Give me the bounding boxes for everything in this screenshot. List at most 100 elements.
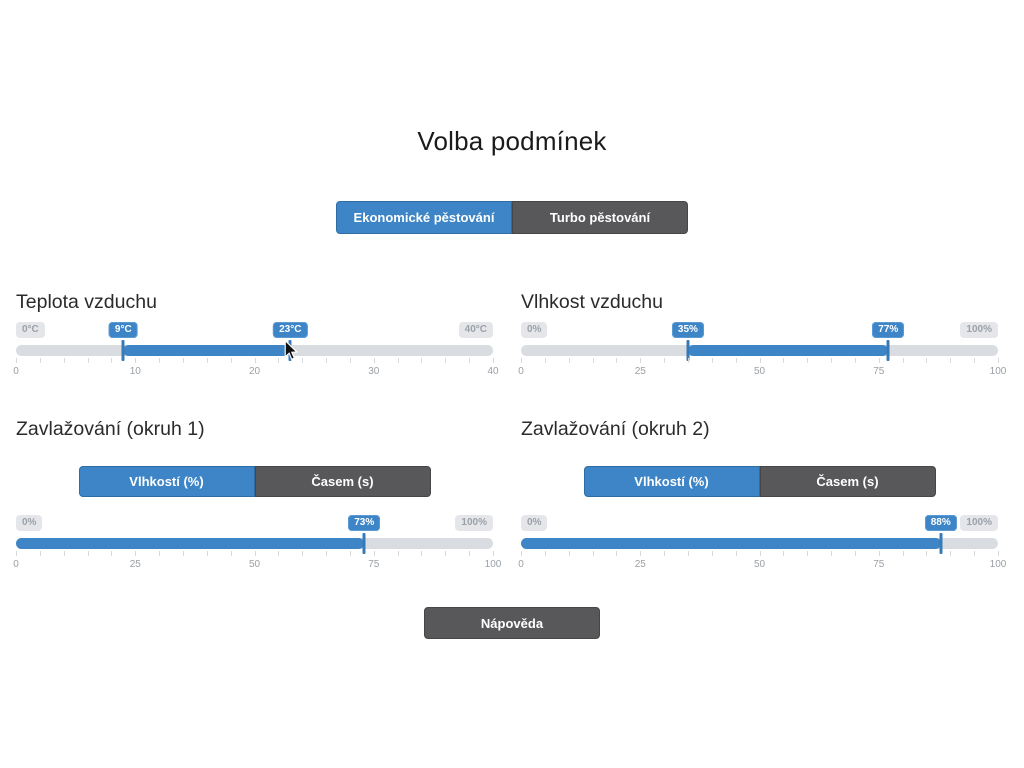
slider-min-label: 0% [521,322,548,338]
axis-tick [135,358,137,363]
axis-tick [878,358,880,363]
axis-tick [135,551,137,556]
slider-handle-high[interactable] [886,340,890,361]
slider-low-value-pill: 9°C [108,322,138,338]
slider-high-value-pill: 23°C [273,322,308,338]
axis-tick [687,358,689,363]
slider-track[interactable] [521,340,998,361]
axis-tick [544,551,546,556]
axis-tick [326,358,328,363]
axis-tick [592,358,594,363]
slider-handle-low[interactable] [121,340,125,361]
axis-tick-label: 10 [129,366,141,377]
irrigation2-mode-toggle: Vlhkostí (%) Časem (s) [583,466,936,497]
axis-tick [926,358,928,363]
axis-tick [568,551,570,556]
axis-tick [493,358,494,363]
axis-tick-label: 50 [753,366,766,377]
axis-tick [640,358,642,363]
axis-tick [926,551,928,556]
axis-tick [735,358,737,363]
irrigation2-heading: Zavlažování (okruh 2) [521,418,710,440]
axis-tick [39,358,41,363]
slider-track[interactable] [16,340,493,361]
temperature-heading: Teplota vzduchu [16,291,157,313]
axis-tick [421,551,423,556]
irrigation1-section: Zavlažování (okruh 1) Vlhkostí (%) Časem… [13,418,501,573]
axis-tick [302,358,304,363]
axis-tick [63,551,65,556]
slider-max-label: 100% [455,515,493,531]
axis-tick [159,358,161,363]
axis-tick [16,358,17,363]
slider-track[interactable] [16,533,493,554]
axis-tick [87,358,89,363]
axis-tick [711,358,713,363]
axis-tick-label: 100 [484,559,502,570]
slider-handle[interactable] [939,533,943,554]
axis-tick [445,551,447,556]
slider-min-label: 0% [521,515,548,531]
irrigation2-time-button[interactable]: Časem (s) [759,466,936,497]
slider-fill [687,345,889,356]
irrigation1-time-button[interactable]: Časem (s) [254,466,431,497]
slider-handle-low[interactable] [686,340,690,361]
axis-tick-label: 30 [368,366,380,377]
axis-tick [759,551,761,556]
axis-tick [63,358,65,363]
axis-tick-label: 0 [13,366,19,377]
axis-tick [159,551,161,556]
conditions-page: Volba podmínek Ekonomické pěstování Turb… [13,126,1006,639]
axis-tick [687,551,689,556]
axis-tick [664,358,666,363]
axis-tick-label: 0 [13,559,19,570]
axis-tick [326,551,328,556]
axis-tick [640,551,642,556]
slider-value-pill: 73% [348,515,381,531]
axis-tick [950,551,952,556]
slider-low-value-pill: 35% [671,322,704,338]
slider-max-label: 40°C [458,322,493,338]
growing-mode-toggle: Ekonomické pěstování Turbo pěstování [336,201,688,234]
axis-tick [111,358,113,363]
help-button[interactable]: Nápověda [424,607,600,639]
slider-max-label: 100% [960,515,998,531]
mode-economic-button[interactable]: Ekonomické pěstování [336,201,512,234]
axis-tick [783,551,785,556]
humidity-heading: Vlhkost vzduchu [521,291,663,313]
axis-tick [278,551,280,556]
axis-tick [39,551,41,556]
axis-tick [616,551,618,556]
axis-tick-label: 40 [487,366,499,377]
slider-high-value-pill: 77% [872,322,905,338]
axis-tick [950,358,952,363]
irrigation1-humidity-button[interactable]: Vlhkostí (%) [78,466,255,497]
axis-tick [302,551,304,556]
slider-labels-row: 0% 35% 77% 100% [521,322,998,338]
slider-track[interactable] [521,533,998,554]
axis-tick-label: 100 [989,366,1007,377]
mode-turbo-button[interactable]: Turbo pěstování [512,201,688,234]
axis-tick [974,551,976,556]
irrigation1-heading: Zavlažování (okruh 1) [16,418,205,440]
axis-tick [831,551,833,556]
axis-tick [616,358,618,363]
irrigation2-section: Zavlažování (okruh 2) Vlhkostí (%) Časem… [518,418,1006,573]
irrigation1-mode-toggle: Vlhkostí (%) Časem (s) [78,466,431,497]
slider-labels-row: 0°C 9°C 23°C 40°C [16,322,493,338]
axis-tick [902,358,904,363]
irrigation2-humidity-button[interactable]: Vlhkostí (%) [583,466,760,497]
axis-tick [854,551,856,556]
axis-tick [397,358,399,363]
axis-tick [230,358,232,363]
slider-fill [16,538,365,549]
axis-tick [878,551,880,556]
axis-tick-label: 0 [518,366,524,377]
slider-handle[interactable] [362,533,366,554]
